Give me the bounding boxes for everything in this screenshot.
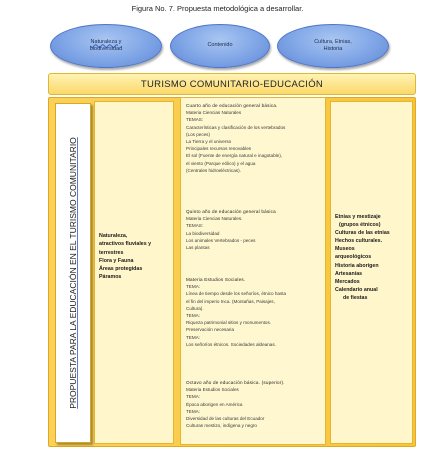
list-item: atractivos fluviales y: [99, 241, 152, 248]
list-item: Etnias y mestizaje: [335, 214, 381, 220]
culture-ethnicity-ellipse: Cultura, Etnias, Historia: [277, 24, 389, 68]
list-item: Museos: [335, 246, 355, 253]
list-item: de fiestas: [343, 294, 368, 301]
section-fourth-grade: Cuarto año de educación general básica. …: [186, 102, 324, 174]
list-item: Naturaleza,: [99, 233, 128, 239]
vertical-label-column: PROPUESTA PARA LA EDUCACIÓN EN EL TURISM…: [55, 103, 91, 443]
section-social-studies: Materia Estudios Sociales. TEMA: Línea d…: [186, 276, 324, 348]
section-line: TEMA:: [186, 313, 201, 319]
list-item: (grupos étnicos): [339, 222, 381, 229]
nature-column: Naturaleza, atractivos fluviales y terre…: [94, 101, 174, 444]
culture-list: Etnias y mestizaje (grupos étnicos) Cult…: [335, 213, 413, 302]
section-heading: Octavo año de educación básica. (superio…: [186, 380, 285, 385]
banner-title: TURISMO COMUNITARIO-EDUCACIÓN: [140, 78, 324, 90]
ellipse-line: Historia: [323, 46, 343, 52]
ellipse-line: Contenido: [207, 42, 233, 49]
section-line: TEMA:: [186, 408, 201, 414]
section-line: el fin del imperio Inca. (Montañas, Pais…: [186, 298, 275, 304]
section-line: El sol (Fuente de energía natural e inag…: [186, 153, 283, 159]
section-line: (Centrales hidroeléctricas).: [186, 167, 241, 173]
section-line: La biodiversidad: [186, 230, 220, 236]
nature-list: Naturaleza, atractivos fluviales y terre…: [99, 232, 173, 282]
section-line: Cultura).: [186, 305, 204, 311]
list-item: Páramos: [99, 274, 122, 281]
section-line: Materia Ciencias Naturales: [186, 110, 242, 116]
content-column: Cuarto año de educación general básica. …: [180, 97, 326, 445]
list-item: Culturas de las etnias: [335, 230, 390, 237]
section-line: TEMA:: [186, 394, 201, 400]
list-item: arqueológicos: [335, 254, 372, 261]
content-ellipse: Contenido: [170, 24, 270, 68]
section-line: Culturas mestizo, indígena y negro: [186, 423, 257, 429]
ellipse-line: biodiversidad: [89, 46, 123, 52]
section-line: TEMAS:: [186, 117, 204, 123]
section-line: Materia Estudios Sociales: [186, 387, 239, 393]
section-line: Principales recursos renovables: [186, 146, 252, 152]
list-item: Áreas protegidas: [99, 266, 143, 273]
section-line: TEMAS:: [186, 223, 204, 229]
ellipse-line: Naturaleza y: [90, 38, 122, 45]
section-line: Época aborigen en América: [186, 401, 243, 407]
proposal-vertical-label: PROPUESTA PARA LA EDUCACIÓN EN EL TURISM…: [68, 137, 78, 409]
section-line: Preservación necesaria: [186, 327, 235, 333]
list-item: Historia aborigen: [335, 262, 379, 269]
list-item: terrestres: [99, 249, 124, 256]
section-line: (Los peces): [186, 131, 211, 137]
list-item: Artesanías: [335, 270, 363, 277]
section-line: Riqueza patrimonial sitios y monumentos.: [186, 320, 272, 326]
section-line: Las plantas: [186, 245, 210, 251]
nature-biodiversity-ellipse: Naturaleza y biodiversidad: [50, 24, 162, 68]
list-item: Calendario anual: [335, 286, 378, 293]
culture-column: Etnias y mestizaje (grupos étnicos) Cult…: [330, 101, 413, 444]
section-fifth-grade: Quinto año de educación general básica M…: [186, 208, 324, 251]
section-heading: Quinto año de educación general básica: [186, 209, 276, 214]
section-line: Línea de tiempo desde los señoríos, étni…: [186, 291, 287, 297]
section-line: Los señoríos étnicos. Sociedades aldeana…: [186, 341, 276, 347]
section-line: Características y clasificación de los v…: [186, 124, 286, 130]
section-heading: Materia Estudios Sociales.: [186, 277, 246, 282]
section-eighth-grade: Octavo año de educación básica. (superio…: [186, 379, 324, 429]
list-item: Mercados: [335, 278, 360, 285]
list-item: Hechos culturales.: [335, 238, 383, 245]
community-tourism-banner: TURISMO COMUNITARIO-EDUCACIÓN: [48, 73, 416, 95]
figure-title: Figura No. 7. Propuesta metodológica a d…: [131, 4, 304, 13]
list-item: Flora y Fauna: [99, 257, 134, 264]
section-heading: Cuarto año de educación general básica.: [186, 103, 278, 108]
section-line: TEMA:: [186, 334, 201, 340]
section-line: TEMA:: [186, 284, 201, 290]
section-line: Diversidad de las culturas del Ecuador: [186, 416, 265, 422]
section-line: Los animales Vertebrados - peces: [186, 237, 256, 243]
section-line: Materia Ciencias Naturales.: [186, 216, 243, 222]
section-line: el viento (Parque eólico) y el agua: [186, 160, 256, 166]
ellipse-line: Cultura, Etnias,: [314, 38, 352, 45]
section-line: La Tierra y el universo: [186, 139, 232, 145]
